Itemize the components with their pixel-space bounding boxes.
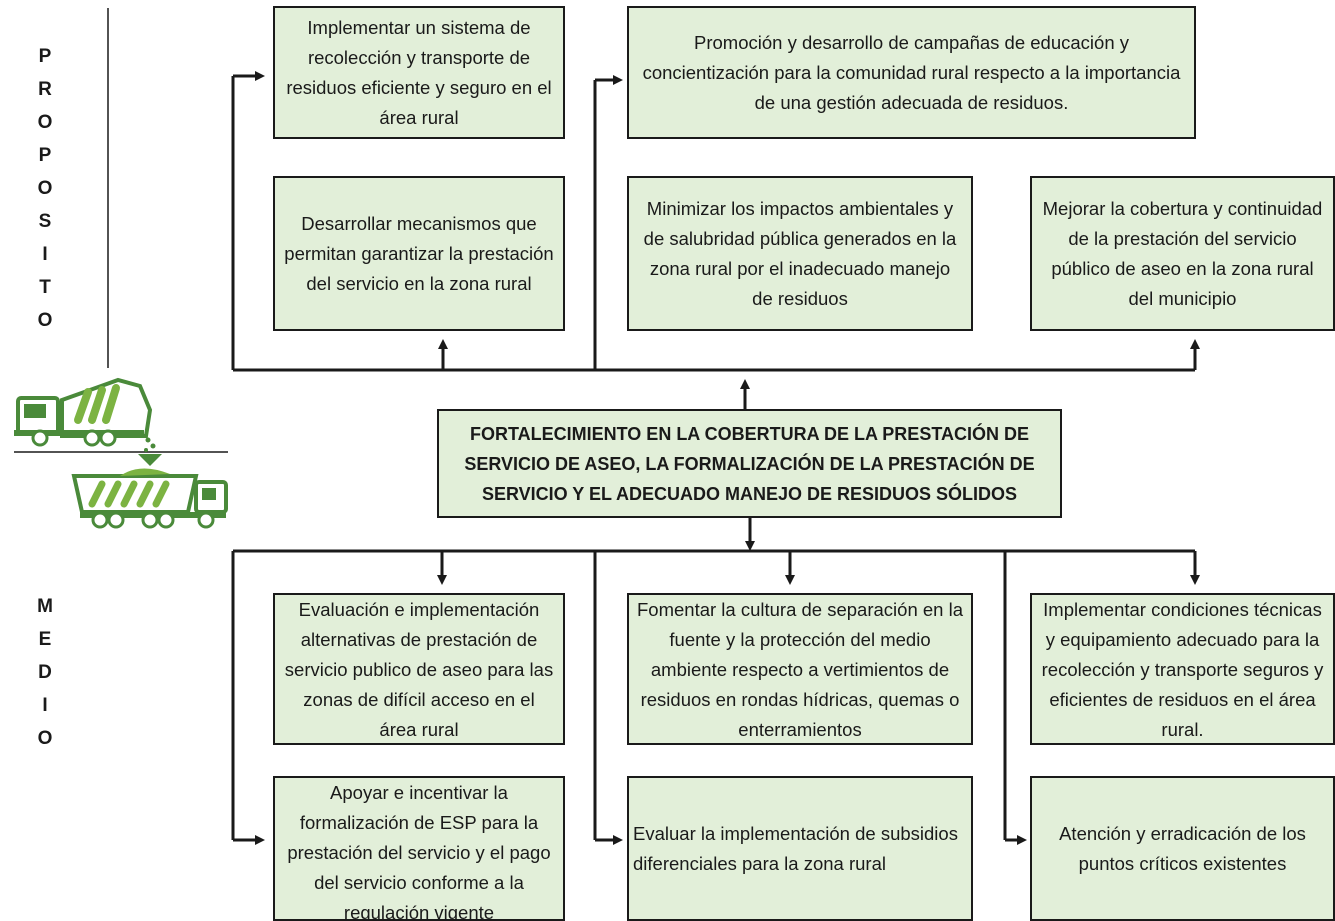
proposito-label: P R O P O S I T O (37, 46, 53, 331)
dump-truck-icon (71, 468, 228, 529)
means-box-subsidios: Evaluar la implementación de subsidios d… (627, 776, 973, 921)
truck-illustration (14, 377, 228, 529)
purpose-box-cobertura: Mejorar la cobertura y continuidad de la… (1030, 176, 1335, 331)
purpose-box-recoleccion: Implementar un sistema de recolección y … (273, 6, 565, 139)
means-box-puntos-criticos: Atención y erradicación de los puntos cr… (1030, 776, 1335, 921)
purpose-box-mecanismos: Desarrollar mecanismos que permitan gara… (273, 176, 565, 331)
means-box-alternativas: Evaluación e implementación alternativas… (273, 593, 565, 745)
means-box-formalizacion: Apoyar e incentivar la formalización de … (273, 776, 565, 921)
central-objective: FORTALECIMIENTO EN LA COBERTURA DE LA PR… (437, 409, 1062, 518)
medio-label: M E D I O (37, 596, 53, 749)
means-box-equipamiento: Implementar condiciones técnicas y equip… (1030, 593, 1335, 745)
purpose-box-educacion: Promoción y desarrollo de campañas de ed… (627, 6, 1196, 139)
funnel-icon (138, 454, 162, 466)
purpose-box-impactos: Minimizar los impactos ambientales y de … (627, 176, 973, 331)
garbage-truck-icon (14, 377, 156, 452)
means-box-separacion: Fomentar la cultura de separación en la … (627, 593, 973, 745)
